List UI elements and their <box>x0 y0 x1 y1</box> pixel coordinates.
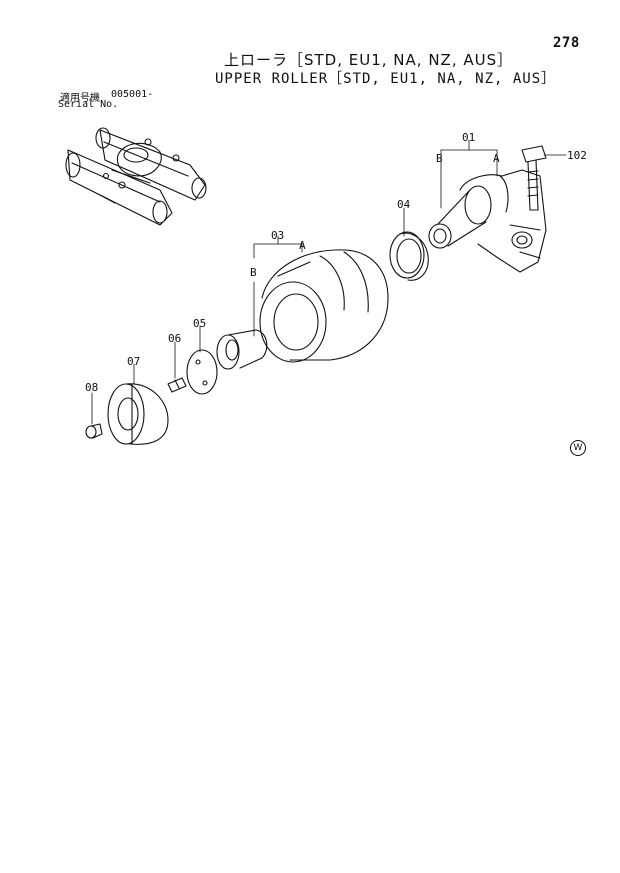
marker-b-part-03: B <box>250 266 257 279</box>
bushing-part-05 <box>216 329 268 370</box>
marker-b-part-01: B <box>436 152 443 165</box>
part-label-07: 07 <box>127 355 141 368</box>
part-label-03: 03 <box>271 229 285 242</box>
title-japanese: 上ローラ［STD, EU1, NA, NZ, AUS］ <box>224 51 514 69</box>
track-frame-overview-icon <box>65 127 207 226</box>
thrust-plate-part-06 <box>186 349 218 395</box>
plug-part-08 <box>85 423 103 439</box>
part-label-06: 06 <box>168 332 182 345</box>
watermark-w-badge: W <box>570 440 586 456</box>
bolt-part-102 <box>521 145 547 211</box>
leader-lines <box>91 139 567 425</box>
part-label-04: 04 <box>397 198 411 211</box>
part-label-08: 08 <box>85 381 99 394</box>
serial-label-english: Serial No. <box>58 99 119 110</box>
cap-part-07 <box>107 383 169 445</box>
marker-a-part-01: A <box>493 152 500 165</box>
bracket-shaft-part-01 <box>428 169 547 273</box>
part-label-05: 05 <box>193 317 207 330</box>
title-english: UPPER ROLLER［STD, EU1, NA, NZ, AUS］ <box>215 71 557 87</box>
marker-a-part-03: A <box>299 239 306 252</box>
serial-number-value: 005001- <box>111 89 154 100</box>
seal-part-04 <box>389 231 429 281</box>
serial-label-japanese: 適用号機 <box>60 93 100 104</box>
page-number: 278 <box>553 35 580 51</box>
small-bolt-part-06 <box>167 377 187 393</box>
part-label-01: 01 <box>462 131 476 144</box>
part-label-102: 102 <box>567 149 587 162</box>
roller-part-03 <box>259 249 389 363</box>
